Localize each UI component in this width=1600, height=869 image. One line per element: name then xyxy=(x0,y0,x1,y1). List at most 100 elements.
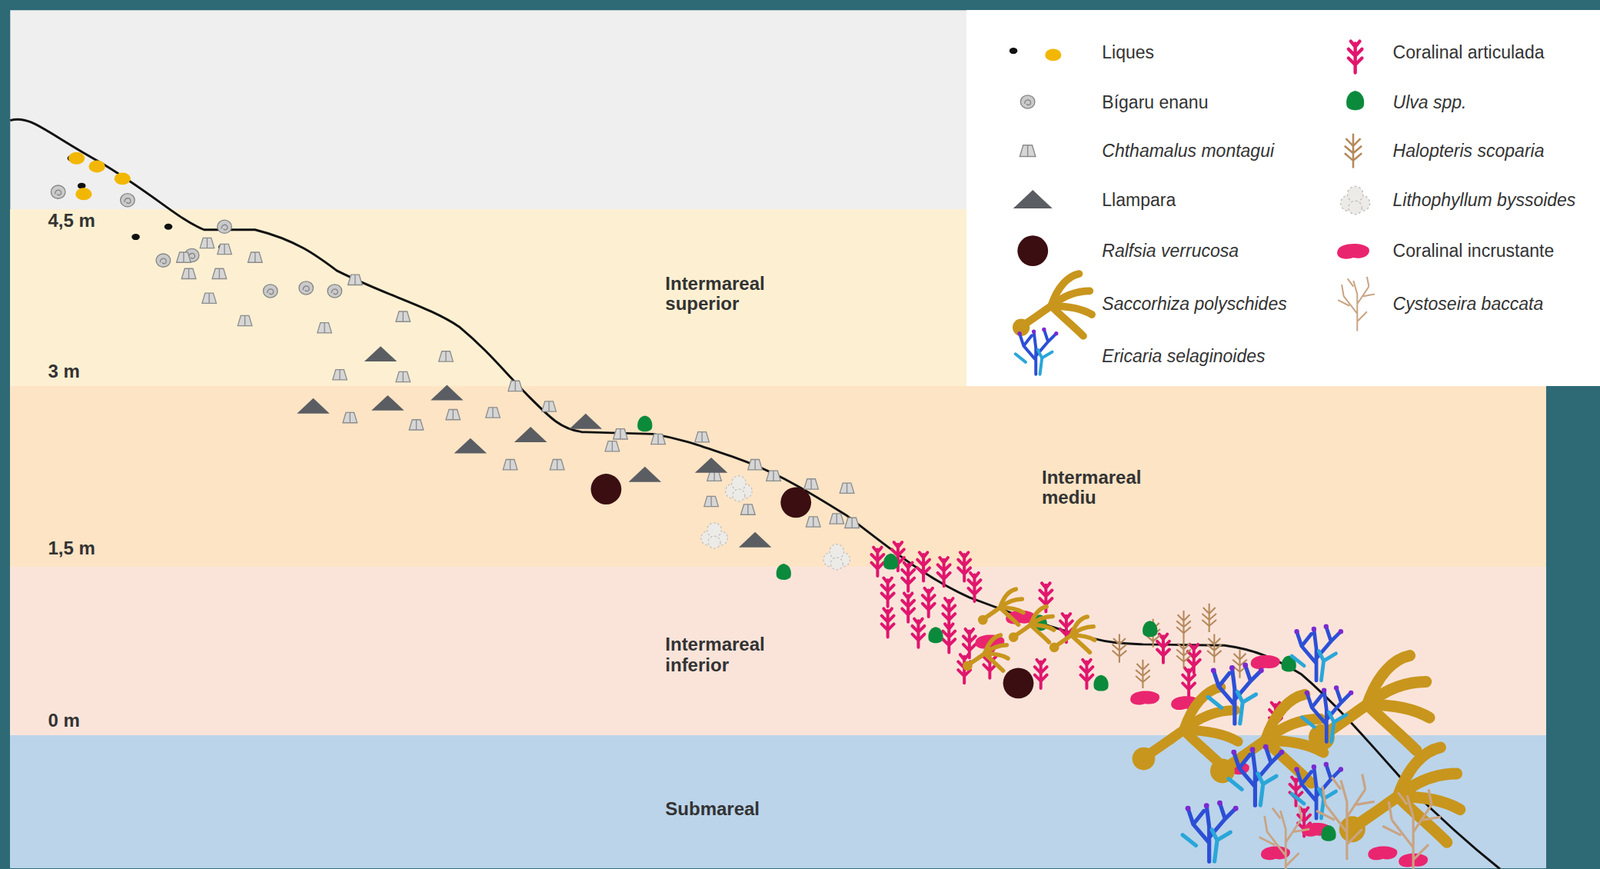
legend-text: Ralfsia verrucosa xyxy=(1101,240,1239,262)
cht-symbol xyxy=(485,407,501,418)
cht-symbol xyxy=(1019,145,1035,157)
sac-symbol xyxy=(977,588,1024,625)
cht-symbol xyxy=(181,268,197,279)
sac-symbol xyxy=(962,635,1008,671)
cht-symbol xyxy=(395,371,411,382)
big-symbol xyxy=(327,284,343,298)
cht-symbol xyxy=(237,315,253,326)
lla-symbol xyxy=(569,413,603,430)
cht-symbol xyxy=(439,351,454,362)
cht-symbol xyxy=(212,268,227,279)
art-symbol xyxy=(942,623,955,652)
cht-symbol xyxy=(613,429,629,440)
cht-symbol xyxy=(176,252,192,263)
cht-symbol xyxy=(395,311,411,322)
big-symbol xyxy=(50,185,66,199)
lit-symbol xyxy=(823,544,851,570)
cht-symbol xyxy=(695,432,710,443)
sac-symbol xyxy=(1008,606,1055,642)
cht-symbol xyxy=(342,412,358,423)
cht-symbol xyxy=(651,433,666,444)
zone-label: Intermareal inferior xyxy=(665,634,765,676)
art-symbol xyxy=(922,588,935,617)
cht-symbol xyxy=(202,292,217,303)
ral-symbol xyxy=(1017,236,1048,267)
inc-symbol xyxy=(1130,691,1160,706)
legend-text: Llampara xyxy=(1101,189,1176,211)
eri-symbol xyxy=(1015,327,1059,375)
sac-symbol xyxy=(1012,273,1092,336)
cht-symbol xyxy=(332,369,348,380)
ly-symbol xyxy=(114,172,131,185)
art-symbol xyxy=(967,572,981,602)
ulv-symbol xyxy=(1320,824,1336,842)
ral-symbol xyxy=(780,486,812,518)
cht-symbol xyxy=(542,401,557,412)
cys-symbol xyxy=(1337,276,1375,332)
cht-symbol xyxy=(248,252,263,263)
cht-symbol xyxy=(217,243,233,254)
lla-symbol xyxy=(454,438,487,454)
depth-label: 3 m xyxy=(47,360,80,383)
hal-symbol xyxy=(1135,659,1151,689)
cht-symbol xyxy=(317,322,333,333)
cht-symbol xyxy=(844,517,860,528)
legend-text: Ulva spp. xyxy=(1393,91,1467,113)
legend-text: Liques xyxy=(1101,41,1155,63)
cht-symbol xyxy=(199,237,215,248)
eri-symbol xyxy=(1301,685,1354,742)
eri-symbol xyxy=(1291,624,1344,681)
hal-symbol xyxy=(1176,610,1191,639)
art-symbol xyxy=(938,557,951,586)
lb-symbol xyxy=(1009,47,1018,54)
lit-symbol xyxy=(725,475,753,502)
hal-symbol xyxy=(1207,634,1222,663)
ulv-symbol xyxy=(1142,620,1158,637)
cht-symbol xyxy=(839,482,855,493)
legend-text: Ericaria selaginoides xyxy=(1101,345,1265,367)
hal-symbol xyxy=(1344,133,1362,169)
legend-text: Saccorhiza polyschides xyxy=(1101,293,1287,315)
cht-symbol xyxy=(605,441,620,452)
lla-symbol xyxy=(738,532,772,548)
eri-symbol xyxy=(1182,800,1238,862)
eri-symbol xyxy=(1207,662,1264,724)
hal-symbol xyxy=(1112,634,1128,663)
lla-symbol xyxy=(628,466,662,483)
legend-text: Halopteris scoparia xyxy=(1393,140,1545,162)
hal-symbol xyxy=(1201,603,1217,633)
cht-symbol xyxy=(508,380,523,391)
ly-symbol xyxy=(75,187,92,200)
ulv-symbol xyxy=(637,415,652,432)
legend-text: Chthamalus montagui xyxy=(1101,140,1275,162)
art-symbol xyxy=(917,552,930,581)
sac-symbol xyxy=(1049,616,1095,652)
legend-text: Coralinal incrustante xyxy=(1393,240,1555,262)
ly-symbol xyxy=(68,152,85,165)
art-symbol xyxy=(1348,41,1363,74)
sac-symbol xyxy=(1132,687,1238,771)
art-symbol xyxy=(958,552,971,581)
legend-text: Lithophyllum byssoides xyxy=(1393,189,1577,211)
lit-symbol xyxy=(701,522,729,549)
cys-symbol xyxy=(1259,804,1311,869)
big-symbol xyxy=(262,284,278,298)
art-symbol xyxy=(881,608,895,637)
cht-symbol xyxy=(748,459,763,470)
cht-symbol xyxy=(549,459,565,470)
cht-symbol xyxy=(445,409,461,420)
art-symbol xyxy=(1157,634,1170,663)
cht-symbol xyxy=(409,419,424,430)
ly-symbol xyxy=(1044,49,1062,62)
hal-symbol xyxy=(1176,638,1191,668)
art-symbol xyxy=(881,578,895,607)
legend-text: Coralinal articulada xyxy=(1393,41,1545,63)
zone-label: Intermareal superior xyxy=(665,273,765,315)
big-symbol xyxy=(217,219,233,233)
cht-symbol xyxy=(766,470,782,481)
lla-symbol xyxy=(430,385,463,401)
art-symbol xyxy=(911,618,925,648)
ly-symbol xyxy=(88,159,105,173)
lla-symbol xyxy=(695,457,728,473)
ulv-symbol xyxy=(1346,90,1364,110)
